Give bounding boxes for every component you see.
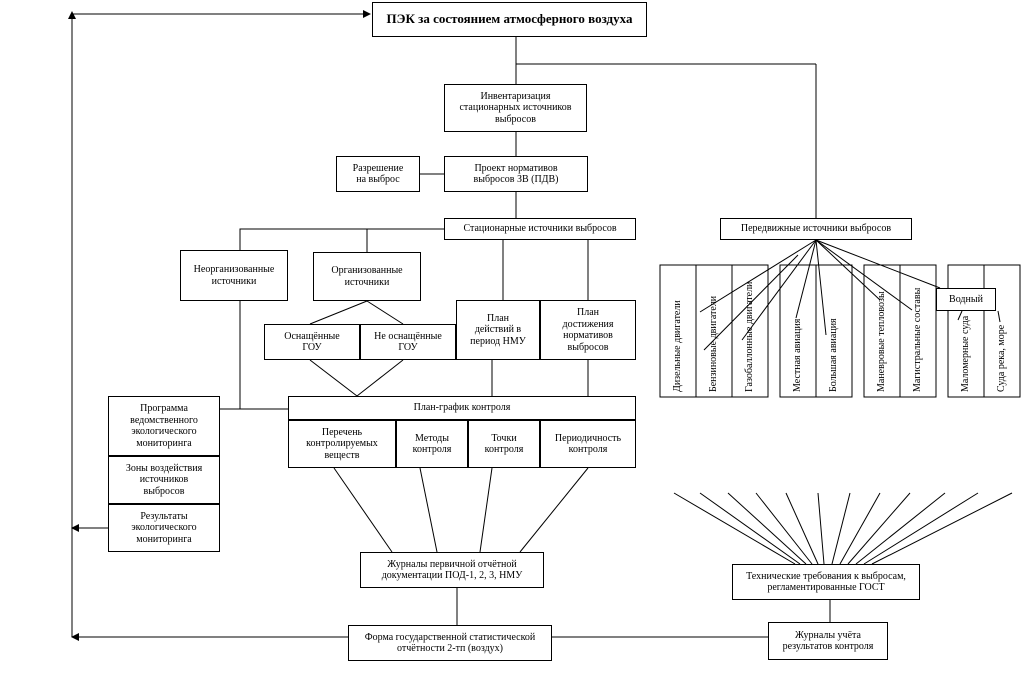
equipped-gou-box: Оснащённые ГОУ [264, 324, 360, 360]
unorganized-sources-box: Неорганизованные источники [180, 250, 288, 301]
inventory-box: Инвентаризация стационарных источников в… [444, 84, 587, 132]
header-title: ПЭК за состоянием атмосферного воздуха [372, 2, 647, 37]
permit-box: Разрешение на выброс [336, 156, 420, 192]
mobile-col-gas: Газобаллонные двигатели [744, 281, 755, 392]
stationary-branch-connectors [220, 228, 589, 410]
mobile-sources-box: Передвижные источники выбросов [720, 218, 912, 240]
not-equipped-gou-box: Не оснащённые ГОУ [360, 324, 456, 360]
feedback-loop-outer [68, 10, 371, 641]
mobile-col-mainline: Магистральные составы [912, 287, 923, 392]
achievement-plan-box: План достижения нормативов выбросов [540, 300, 636, 360]
stationary-sources-box: Стационарные источники выбросов [444, 218, 636, 240]
mobile-col-diesel: Дизельные двигатели [672, 300, 683, 392]
mobile-col-local-aviation: Местная авиация [792, 318, 803, 392]
monitoring-program-box: Программа ведомственного экологического … [108, 396, 220, 456]
accounting-journals-box: Журналы учёта результатов контроля [768, 622, 888, 660]
control-points-box: Точки контроля [468, 420, 540, 468]
project-box: Проект нормативов выбросов ЗВ (ПДВ) [444, 156, 588, 192]
statistics-form-box: Форма государственной статистической отч… [348, 625, 552, 661]
control-frequency-box: Периодичность контроля [540, 420, 636, 468]
mobile-col-small-vessels: Маломерные суда [960, 315, 971, 392]
water-transport-tag: Водный [936, 288, 996, 311]
mobile-col-petrol: Бензиновые двигатели [708, 295, 719, 392]
mobile-fan-lines [699, 239, 1001, 351]
tech-requirements-box: Технические требования к выбросам, регла… [732, 564, 920, 600]
monitoring-results-box: Результаты экологического мониторинга [108, 504, 220, 552]
main-trunk-connectors [420, 37, 817, 218]
control-methods-box: Методы контроля [396, 420, 468, 468]
tech-requirements-fan [673, 492, 1013, 565]
control-substances-box: Перечень контролируемых веществ [288, 420, 396, 468]
mobile-col-large-aviation: Большая авиация [828, 318, 839, 392]
mobile-col-river-sea: Суда река, море [996, 324, 1007, 392]
control-to-journals-connectors [333, 467, 831, 638]
group-road-transport [659, 264, 769, 398]
mobile-col-shunting: Маневровые тепловозы [876, 291, 887, 392]
impact-zones-box: Зоны воздействия источников выбросов [108, 456, 220, 504]
control-schedule-box: План-график контроля [288, 396, 636, 420]
mobile-groups [659, 264, 1021, 398]
primary-journals-box: Журналы первичной отчётной документации … [360, 552, 544, 588]
organized-sources-box: Организованные источники [313, 252, 421, 301]
nmu-plan-box: План действий в период НМУ [456, 300, 540, 360]
